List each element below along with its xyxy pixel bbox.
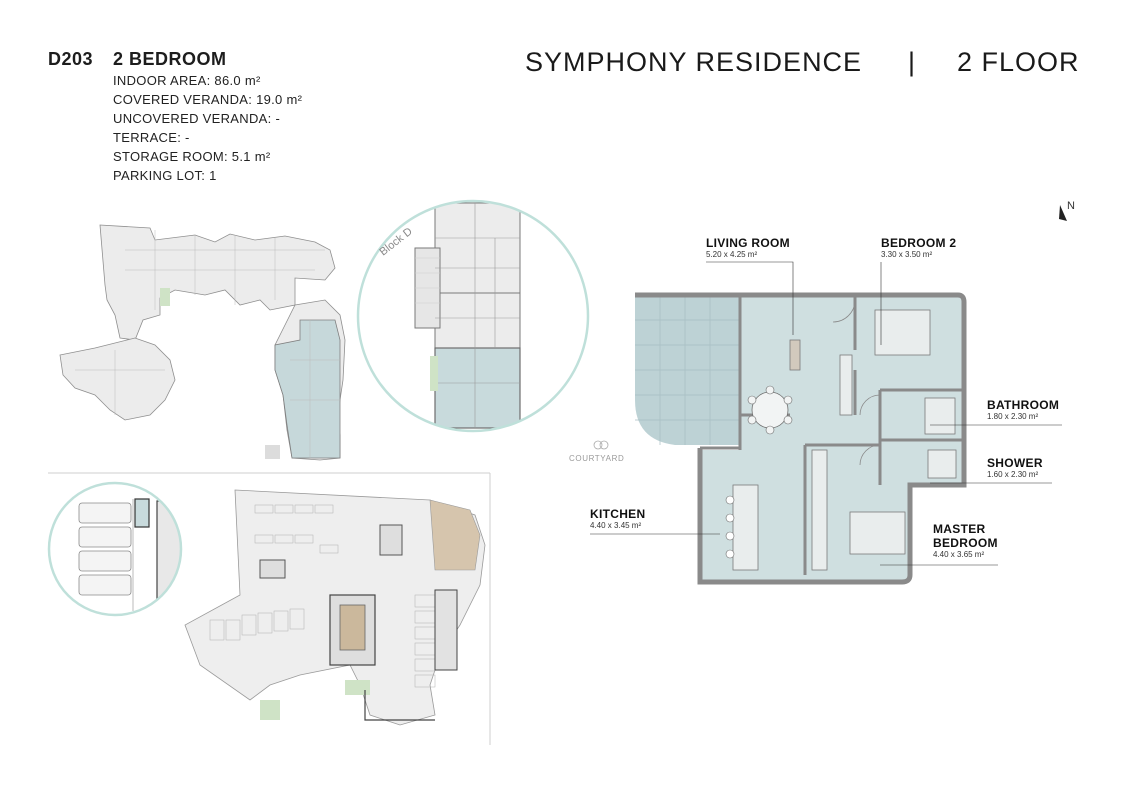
north-arrow-icon bbox=[1059, 205, 1067, 221]
living-room-name: LIVING ROOM bbox=[706, 236, 790, 250]
parking-siteplan bbox=[184, 489, 486, 726]
label-bedroom-2: BEDROOM 2 3.30 x 3.50 m² bbox=[881, 236, 956, 259]
bathroom-dims: 1.80 x 2.30 m² bbox=[987, 412, 1039, 421]
project-title: SYMPHONY RESIDENCE bbox=[525, 47, 863, 77]
shower-dims: 1.60 x 2.30 m² bbox=[987, 470, 1039, 479]
block-d-zoom: Block D bbox=[356, 199, 590, 433]
floor-label: 2 FLOOR bbox=[957, 47, 1080, 77]
unit-specs-list: INDOOR AREA: 86.0 m² COVERED VERANDA: 19… bbox=[113, 71, 302, 185]
label-shower: SHOWER 1.60 x 2.30 m² bbox=[987, 456, 1043, 479]
courtyard-icon bbox=[593, 440, 609, 450]
kitchen-dims: 4.40 x 3.45 m² bbox=[590, 521, 642, 530]
unit-floor-plan bbox=[635, 292, 967, 585]
bedroom-2-name: BEDROOM 2 bbox=[881, 236, 957, 250]
north-label: N bbox=[1067, 200, 1075, 212]
label-master-bedroom: MASTER BEDROOM 4.40 x 3.65 m² bbox=[933, 522, 998, 559]
master-bedroom-name-line2: BEDROOM bbox=[933, 536, 998, 550]
shower-name: SHOWER bbox=[987, 456, 1043, 470]
label-living-room: LIVING ROOM 5.20 x 4.25 m² bbox=[706, 236, 790, 259]
spec-storage-room: STORAGE ROOM: 5.1 m² bbox=[113, 149, 271, 164]
unit-code: D203 bbox=[48, 49, 94, 69]
spec-uncovered-veranda: UNCOVERED VERANDA: - bbox=[113, 111, 281, 126]
label-bathroom: BATHROOM 1.80 x 2.30 m² bbox=[987, 398, 1059, 421]
spec-parking-lot: PARKING LOT: 1 bbox=[113, 168, 217, 183]
master-bedroom-name-line1: MASTER bbox=[933, 522, 986, 536]
bedroom-2-dims: 3.30 x 3.50 m² bbox=[881, 250, 933, 259]
site-keyplan bbox=[59, 224, 346, 461]
spec-indoor-area: INDOOR AREA: 86.0 m² bbox=[113, 73, 261, 88]
courtyard-label: COURTYARD bbox=[569, 454, 625, 463]
kitchen-name: KITCHEN bbox=[590, 507, 646, 521]
title-separator: | bbox=[908, 47, 916, 77]
bathroom-name: BATHROOM bbox=[987, 398, 1060, 412]
label-kitchen: KITCHEN 4.40 x 3.45 m² bbox=[590, 507, 645, 530]
spec-covered-veranda: COVERED VERANDA: 19.0 m² bbox=[113, 92, 303, 107]
parking-zoom bbox=[47, 481, 183, 617]
living-room-dims: 5.20 x 4.25 m² bbox=[706, 250, 758, 259]
spec-terrace: TERRACE: - bbox=[113, 130, 190, 145]
master-bedroom-dims: 4.40 x 3.65 m² bbox=[933, 550, 985, 559]
unit-type: 2 BEDROOM bbox=[113, 49, 227, 69]
